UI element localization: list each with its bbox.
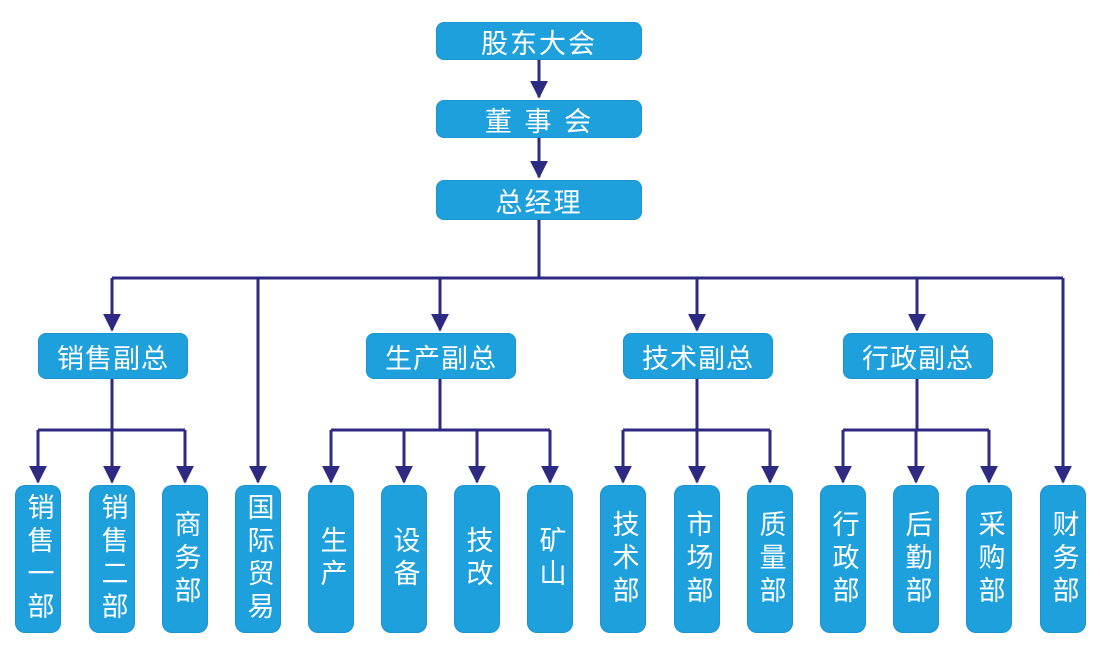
box-tech-dept: 技术部 [600,485,646,633]
box-finance-dept: 财务部 [1040,485,1086,633]
box-mine: 矿山 [527,485,573,633]
box-sales-vp: 销售副总 [38,333,188,379]
box-logistics-dept: 后勤部 [893,485,939,633]
box-sales-dept-1: 销售一部 [15,485,61,633]
box-board: 董 事 会 [436,100,642,138]
box-market-dept: 市场部 [674,485,720,633]
box-intl-trade: 国际贸易 [235,485,281,633]
box-sales-dept-2: 销售二部 [89,485,135,633]
box-business-dept: 商务部 [162,485,208,633]
box-tech-vp: 技术副总 [623,333,773,379]
box-production-vp: 生产副总 [366,333,516,379]
box-shareholders: 股东大会 [436,22,642,60]
box-production: 生产 [308,485,354,633]
box-admin-vp: 行政副总 [843,333,993,379]
box-purchasing-dept: 采购部 [966,485,1012,633]
box-quality-dept: 质量部 [747,485,793,633]
box-equipment: 设备 [381,485,427,633]
box-tech-reform: 技改 [454,485,500,633]
box-general-manager: 总经理 [436,180,642,220]
box-admin-dept: 行政部 [820,485,866,633]
